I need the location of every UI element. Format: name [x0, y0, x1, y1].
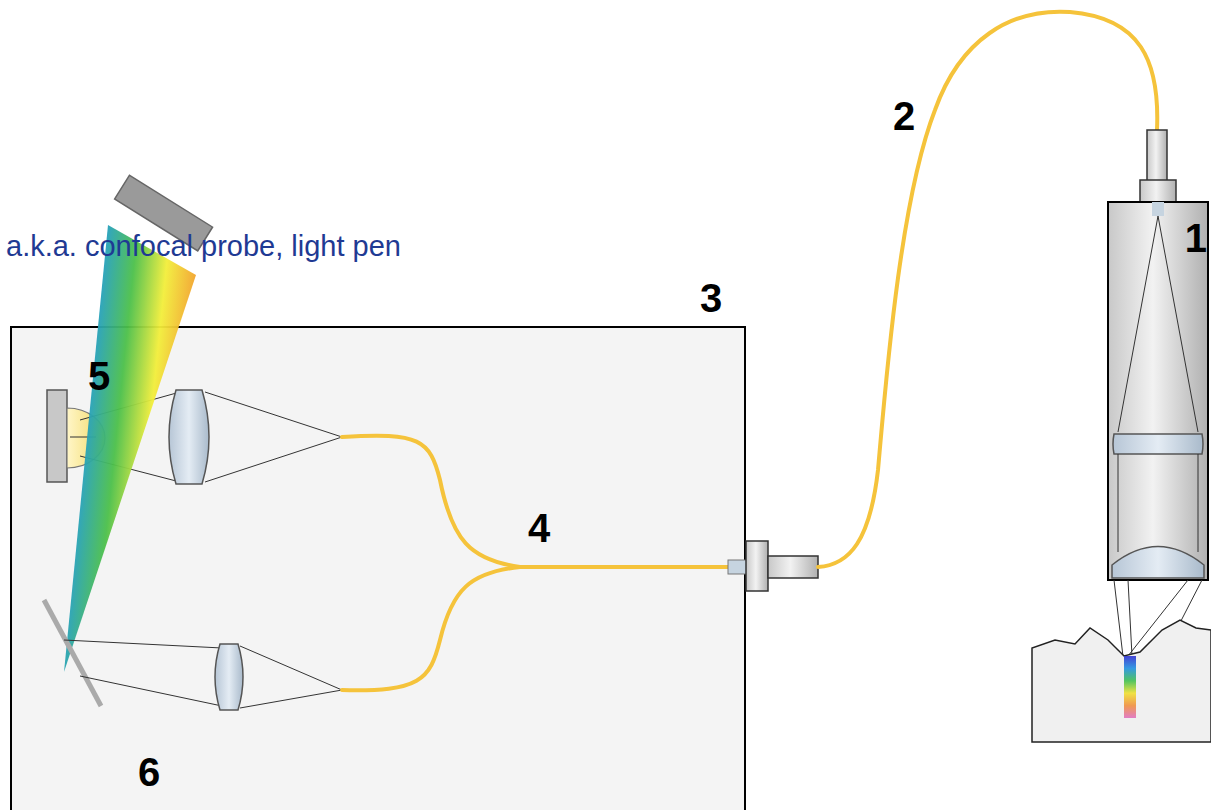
callout-number: 5	[88, 356, 110, 396]
callout-number: 1	[1185, 218, 1207, 258]
callout-number: 6	[138, 752, 160, 792]
callout-number: 3	[700, 278, 722, 318]
alias-note: a.k.a. confocal probe, light pen	[6, 232, 401, 261]
callout-number: 2	[893, 96, 915, 136]
callout-number: 4	[528, 508, 550, 548]
